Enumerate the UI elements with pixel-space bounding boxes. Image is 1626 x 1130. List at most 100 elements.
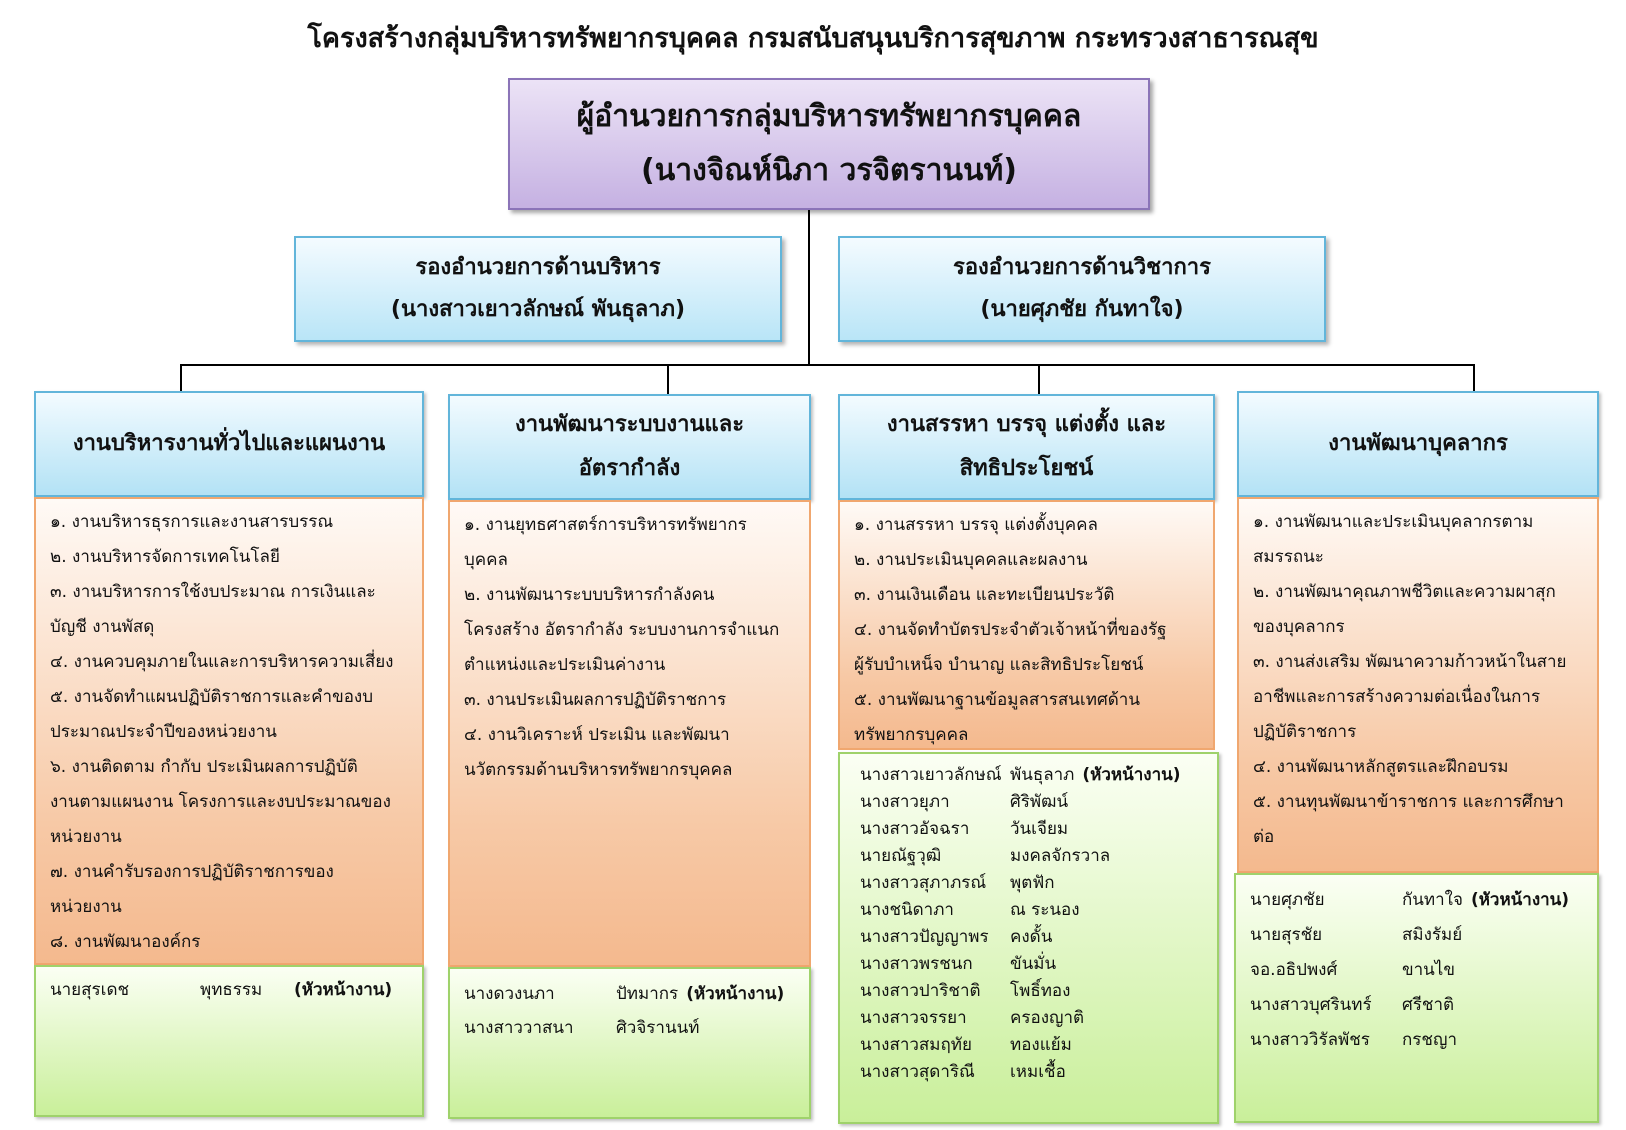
unit-2-tasks: ๑. งานยุทธศาสตร์การบริหารทรัพยากร บุคคล …	[448, 500, 811, 967]
task-line: ๔. งานจัดทำบัตรประจำตัวเจ้าหน้าที่ของรัฐ	[854, 620, 1167, 640]
task-line: ๕. งานจัดทำแผนปฏิบัติราชการและคำของบ	[50, 687, 373, 707]
staff-last-name: กรชญา	[1402, 1030, 1457, 1050]
task-line: ๒. งานพัฒนาคุณภาพชีวิตและความผาสุก	[1253, 582, 1556, 602]
staff-first-name: นายสุรเดช	[50, 980, 130, 1000]
staff-row: นางชนิดาภา ณ ระนอง	[860, 897, 1203, 924]
task-line: ผู้รับบำเหน็จ บำนาญ และสิทธิประโยชน์	[854, 655, 1144, 675]
staff-first-name: นางสาววาสนา	[464, 1018, 574, 1038]
task-line: โครงสร้าง อัตรากำลัง ระบบงานการจำแนก	[464, 620, 780, 640]
staff-last-name: โพธิ์ทอง	[1010, 981, 1071, 1001]
unit-4-header: งานพัฒนาบุคลากร	[1237, 391, 1599, 497]
unit-1-header: งานบริหารงานทั่วไปและแผนงาน	[34, 391, 424, 497]
staff-first-name: นายศุภชัย	[1250, 890, 1325, 910]
staff-first-name: นางสาวสุภาภรณ์	[860, 873, 987, 893]
staff-last-name: พันธุลาภ	[1010, 765, 1075, 785]
staff-row: นางสาวสุภาภรณ์ พุตฟัก	[860, 870, 1203, 897]
staff-row: นางดวงนภา ปัทมากร (หัวหน้างาน)	[464, 977, 795, 1011]
staff-row: นางสาวสุดาริณี เหมเชื้อ	[860, 1059, 1203, 1086]
unit-1-staff: นายสุรเดช พุทธรรม (หัวหน้างาน)	[34, 965, 424, 1117]
staff-first-name: นางสาวยุภา	[860, 792, 950, 812]
staff-row: นายณัฐวุฒิ มงคลจักรวาล	[860, 843, 1203, 870]
task-line: ๓. งานเงินเดือน และทะเบียนประวัติ	[854, 585, 1115, 605]
task-line: บัญชี งานพัสดุ	[50, 617, 155, 637]
staff-last-name: ขันมั่น	[1010, 954, 1057, 974]
unit-2-header-line-2: อัตรากำลัง	[578, 456, 681, 481]
staff-row: นางสาวปาริชาติ โพธิ์ทอง	[860, 978, 1203, 1005]
task-line: ๓. งานส่งเสริม พัฒนาความก้าวหน้าในสาย	[1253, 652, 1567, 672]
unit-1-header-line: งานบริหารงานทั่วไปและแผนงาน	[72, 431, 386, 456]
connector-unit-3	[1038, 364, 1040, 394]
director-name: (นางจิณห์นิภา วรจิตรานนท์)	[641, 153, 1017, 188]
staff-last-name: ขานไข	[1402, 960, 1455, 980]
task-line: ๒. งานพัฒนาระบบบริหารกำลังคน	[464, 585, 715, 605]
staff-last-name: ศิริพัฒน์	[1010, 792, 1069, 812]
task-line: ๕. งานพัฒนาฐานข้อมูลสารสนเทศด้าน	[854, 690, 1140, 710]
staff-row: นางสาวยุภา ศิริพัฒน์	[860, 789, 1203, 816]
unit-3-header-line-1: งานสรรหา บรรจุ แต่งตั้ง และ	[886, 412, 1167, 437]
task-line: งานตามแผนงาน โครงการและงบประมาณของ	[50, 792, 391, 812]
unit-3-header-line-2: สิทธิประโยชน์	[959, 456, 1094, 481]
task-line: ๘. งานพัฒนาองค์กร	[50, 932, 201, 952]
director-box: ผู้อำนวยการกลุ่มบริหารทรัพยากรบุคคล (นาง…	[508, 78, 1150, 210]
staff-first-name: นายสุรชัย	[1250, 925, 1323, 945]
task-line: ๖. งานติดตาม กำกับ ประเมินผลการปฏิบัติ	[50, 757, 358, 777]
task-line: ๓. งานประเมินผลการปฏิบัติราชการ	[464, 690, 727, 710]
page-title: โครงสร้างกลุ่มบริหารทรัพยากรบุคคล กรมสนั…	[307, 23, 1319, 54]
head-label: (หัวหน้างาน)	[1470, 890, 1570, 910]
staff-last-name: เหมเชื้อ	[1010, 1062, 1066, 1082]
staff-last-name: ศิวจิรานนท์	[616, 1018, 700, 1038]
task-line: ๑. งานบริหารธุรการและงานสารบรรณ	[50, 512, 334, 532]
connector-unit-4	[1473, 364, 1475, 392]
staff-row: นางสาวสมฤทัย ทองแย้ม	[860, 1032, 1203, 1059]
task-line: ๓. งานบริหารการใช้งบประมาณ การเงินและ	[50, 582, 376, 602]
head-label: (หัวหน้างาน)	[686, 984, 785, 1004]
director-position: ผู้อำนวยการกลุ่มบริหารทรัพยากรบุคคล	[576, 99, 1082, 134]
task-line: นวัตกรรมด้านบริหารทรัพยากรบุคคล	[464, 760, 733, 780]
staff-row: นายศุภชัย กันทาใจ (หัวหน้างาน)	[1250, 883, 1583, 918]
task-line: ทรัพยากรบุคคล	[854, 725, 969, 745]
staff-last-name: ครองญาติ	[1010, 1008, 1085, 1028]
staff-last-name: ณ ระนอง	[1010, 900, 1080, 920]
staff-row: นางสาวเยาวลักษณ์ พันธุลาภ (หัวหน้างาน)	[860, 762, 1203, 789]
staff-first-name: นางสาวบุศรินทร์	[1250, 995, 1372, 1015]
unit-4-header-line: งานพัฒนาบุคลากร	[1328, 431, 1508, 456]
connector-unit-1	[180, 364, 182, 392]
head-label: (หัวหน้างาน)	[1082, 765, 1181, 785]
task-line: ๑. งานสรรหา บรรจุ แต่งตั้งบุคคล	[854, 515, 1098, 535]
staff-first-name: นางสาววิรัลพัชร	[1250, 1030, 1370, 1050]
staff-last-name: พุตฟัก	[1010, 873, 1055, 893]
deputy-admin-position: รองอำนวยการด้านบริหาร	[415, 255, 661, 280]
staff-first-name: นางชนิดาภา	[860, 900, 954, 920]
staff-first-name: นางสาวปัญญาพร	[860, 927, 989, 947]
task-line: ๑. งานยุทธศาสตร์การบริหารทรัพยากร	[464, 515, 747, 535]
staff-last-name: กันทาใจ	[1402, 890, 1463, 910]
task-line: ประมาณประจำปีของหน่วยงาน	[50, 722, 277, 742]
task-line: ปฏิบัติราชการ	[1253, 722, 1357, 742]
unit-3-staff: นางสาวเยาวลักษณ์ พันธุลาภ (หัวหน้างาน) น…	[838, 752, 1219, 1124]
unit-3-tasks: ๑. งานสรรหา บรรจุ แต่งตั้งบุคคล ๒. งานปร…	[838, 500, 1215, 750]
staff-first-name: นางสาวเยาวลักษณ์	[860, 765, 1002, 785]
unit-2-header-line-1: งานพัฒนาระบบงานและ	[514, 412, 745, 437]
unit-2-staff: นางดวงนภา ปัทมากร (หัวหน้างาน) นางสาววาส…	[448, 967, 811, 1119]
deputy-academic-name: (นายศุภชัย กันทาใจ)	[980, 297, 1184, 322]
staff-row: นางสาวพรชนก ขันมั่น	[860, 951, 1203, 978]
unit-4-tasks: ๑. งานพัฒนาและประเมินบุคลากรตาม สมรรถนะ …	[1237, 497, 1599, 873]
staff-last-name: ทองแย้ม	[1010, 1035, 1072, 1055]
connector-unit-2	[667, 364, 669, 394]
staff-first-name: นางสาวสุดาริณี	[860, 1062, 975, 1082]
unit-1-tasks: ๑. งานบริหารธุรการและงานสารบรรณ ๒. งานบร…	[34, 497, 424, 965]
task-line: บุคคล	[464, 550, 508, 570]
staff-row: นางสาวปัญญาพร คงดั้น	[860, 924, 1203, 951]
staff-last-name: สมิงรัมย์	[1402, 925, 1463, 945]
task-line: ต่อ	[1253, 827, 1275, 847]
staff-last-name: ศรีชาติ	[1402, 995, 1455, 1015]
task-line: ๑. งานพัฒนาและประเมินบุคลากรตาม	[1253, 512, 1534, 532]
staff-first-name: นายณัฐวุฒิ	[860, 846, 942, 866]
deputy-admin-name: (นางสาวเยาวลักษณ์ พันธุลาภ)	[390, 297, 686, 322]
staff-row: นางสาวอัจฉรา วันเจียม	[860, 816, 1203, 843]
deputy-academic-position: รองอำนวยการด้านวิชาการ	[953, 255, 1211, 280]
staff-last-name: วันเจียม	[1010, 819, 1069, 839]
deputy-academic-box: รองอำนวยการด้านวิชาการ (นายศุภชัย กันทาใ…	[838, 236, 1326, 342]
task-line: ตำแหน่งและประเมินค่างาน	[464, 655, 666, 675]
task-line: ๗. งานคำรับรองการปฏิบัติราชการของ	[50, 862, 334, 882]
